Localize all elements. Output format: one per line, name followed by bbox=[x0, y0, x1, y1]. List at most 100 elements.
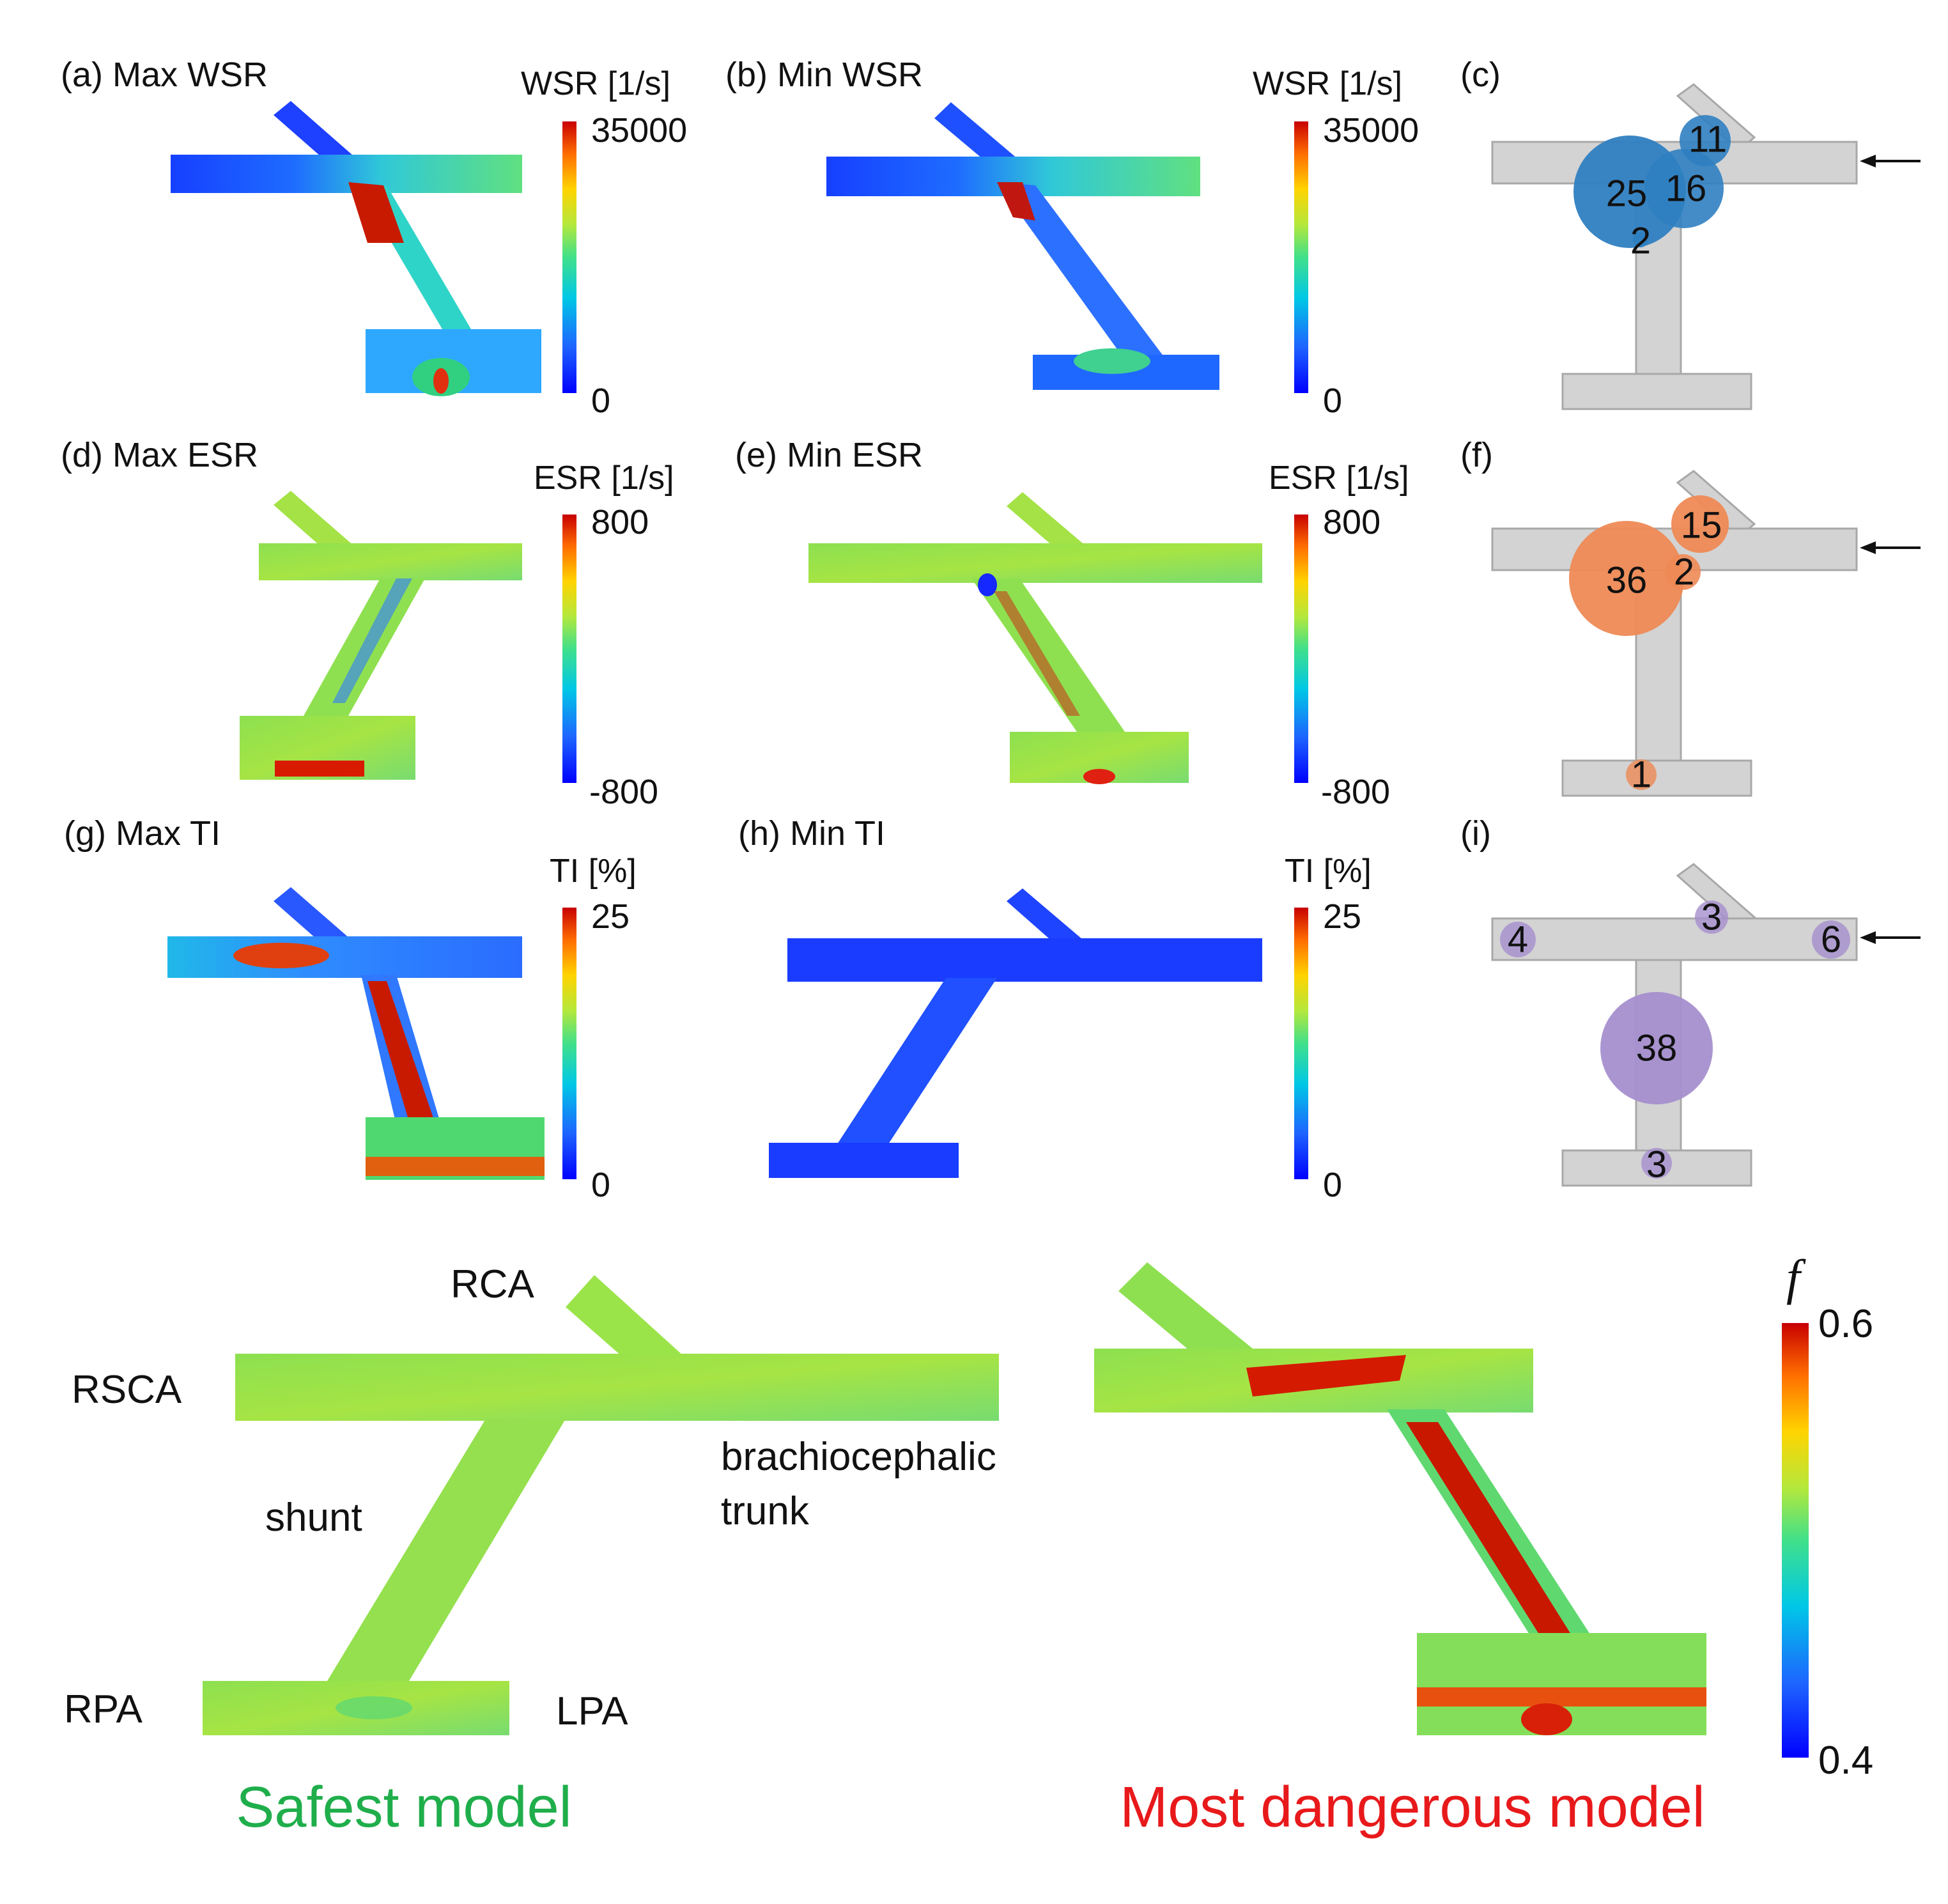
panel-g-max-ti: (g) Max TI TI [%] 25 0 bbox=[64, 814, 637, 1204]
bubble-label: 15 bbox=[1681, 505, 1722, 546]
colorbar-max: 25 bbox=[591, 897, 630, 936]
colorbar-max: 800 bbox=[1323, 503, 1380, 541]
bubble-label: 38 bbox=[1636, 1028, 1678, 1069]
vessel-geometry bbox=[808, 492, 1262, 784]
label-rca: RCA bbox=[451, 1262, 535, 1306]
panel-c-wsr-bubbles: (c) 25 16 11 2 bbox=[1460, 56, 1921, 410]
colorbar-max: 0.6 bbox=[1818, 1302, 1873, 1346]
colorbar-title: TI [%] bbox=[550, 853, 637, 890]
colorbar-max: 35000 bbox=[591, 111, 687, 150]
label-trunk: trunk bbox=[721, 1489, 810, 1533]
colorbar-wsr: WSR [1/s] 35000 0 bbox=[521, 65, 687, 420]
panel-i-ti-bubbles: (i) 38 4 3 6 3 bbox=[1460, 814, 1921, 1187]
colorbar-max: 35000 bbox=[1323, 111, 1419, 150]
colorbar-min: 0.4 bbox=[1818, 1738, 1873, 1783]
bubble-label: 11 bbox=[1689, 119, 1727, 160]
panel-d-max-esr: (d) Max ESR ESR [1/s] 800 -800 bbox=[61, 436, 674, 811]
bubble bbox=[1671, 495, 1729, 553]
bubble bbox=[1569, 521, 1684, 636]
vessel-geometry bbox=[203, 1275, 999, 1735]
panel-b-title: (b) Min WSR bbox=[725, 56, 923, 94]
bubble-label: 16 bbox=[1666, 168, 1707, 210]
bubbles: 25 16 11 2 bbox=[1573, 115, 1731, 262]
vessel-geometry bbox=[1094, 1262, 1706, 1735]
colorbar-title: WSR [1/s] bbox=[1253, 65, 1402, 102]
label-rpa: RPA bbox=[64, 1687, 143, 1731]
panel-g-title: (g) Max TI bbox=[64, 814, 220, 853]
schematic-geometry bbox=[1491, 83, 1858, 410]
label-lpa: LPA bbox=[556, 1689, 628, 1733]
arrow-icon bbox=[1860, 541, 1921, 554]
colorbar-title: TI [%] bbox=[1285, 853, 1372, 890]
safest-model-title: Safest model bbox=[236, 1776, 571, 1839]
bubble bbox=[1633, 232, 1648, 247]
colorbar-title: WSR [1/s] bbox=[521, 65, 670, 102]
dangerous-model-title: Most dangerous model bbox=[1120, 1776, 1705, 1839]
colorbar-gradient bbox=[562, 515, 576, 783]
bubble bbox=[1680, 115, 1731, 166]
panel-a-title: (a) Max WSR bbox=[61, 56, 268, 94]
vessel-geometry bbox=[167, 887, 545, 1180]
vessel-geometry bbox=[769, 888, 1262, 1178]
colorbar-min: 0 bbox=[591, 1166, 610, 1204]
colorbar-min: -800 bbox=[1321, 773, 1390, 811]
arrow-icon bbox=[1860, 931, 1921, 944]
panel-i-title: (i) bbox=[1460, 814, 1491, 853]
colorbar-gradient bbox=[562, 121, 576, 393]
vessel-geometry bbox=[171, 101, 541, 396]
colorbar-max: 800 bbox=[591, 503, 649, 541]
panel-e-min-esr: (e) Min ESR ESR [1/s] 800 -800 bbox=[735, 436, 1409, 811]
bubble-label: 3 bbox=[1646, 1144, 1667, 1186]
colorbar-esr: ESR [1/s] 800 -800 bbox=[534, 460, 674, 811]
panel-h-min-ti: (h) Min TI TI [%] 25 0 bbox=[738, 814, 1372, 1204]
bubble-label: 2 bbox=[1674, 552, 1694, 593]
colorbar-gradient bbox=[562, 908, 576, 1179]
bubble-label: 36 bbox=[1606, 560, 1648, 601]
colorbar-min: 0 bbox=[591, 382, 610, 420]
colorbar-wsr-2: WSR [1/s] 35000 0 bbox=[1253, 65, 1419, 420]
bubble-label: 25 bbox=[1606, 173, 1648, 215]
bubble bbox=[1695, 901, 1728, 934]
label-shunt: shunt bbox=[265, 1496, 362, 1540]
panel-e-title: (e) Min ESR bbox=[735, 436, 923, 474]
bubble bbox=[1641, 1148, 1672, 1179]
colorbar-gradient bbox=[1294, 908, 1308, 1179]
colorbar-max: 25 bbox=[1323, 897, 1361, 936]
colorbar-ti-2: TI [%] 25 0 bbox=[1285, 853, 1372, 1204]
bubble bbox=[1665, 554, 1701, 590]
arrow-icon bbox=[1860, 155, 1921, 167]
bubbles: 36 15 2 1 bbox=[1569, 495, 1729, 796]
colorbar-gradient bbox=[1782, 1323, 1809, 1758]
bubble bbox=[1600, 992, 1713, 1104]
panel-b-min-wsr: (b) Min WSR WSR [1/s] 35000 0 bbox=[725, 56, 1419, 420]
bubble-label: 2 bbox=[1630, 221, 1651, 262]
panel-c-title: (c) bbox=[1460, 56, 1501, 94]
colorbar-gradient bbox=[1294, 515, 1308, 783]
colorbar-gradient bbox=[1294, 121, 1308, 393]
dangerous-model: Most dangerous model bbox=[1094, 1262, 1706, 1839]
bubbles: 38 4 3 6 3 bbox=[1500, 897, 1850, 1186]
colorbar-ti: TI [%] 25 0 bbox=[550, 853, 637, 1204]
bubble bbox=[1500, 922, 1536, 957]
colorbar-min: -800 bbox=[589, 773, 658, 811]
bubble bbox=[1644, 149, 1724, 228]
colorbar-min: 0 bbox=[1323, 382, 1342, 420]
vessel-geometry bbox=[826, 102, 1219, 390]
colorbar-title: ESR [1/s] bbox=[1269, 460, 1409, 497]
label-rsca: RSCA bbox=[72, 1368, 182, 1412]
colorbar-min: 0 bbox=[1323, 1166, 1342, 1204]
safest-model: RCA RSCA brachiocephalic trunk shunt RPA… bbox=[64, 1262, 999, 1839]
colorbar-title: f bbox=[1786, 1250, 1806, 1305]
bubble-label: 3 bbox=[1701, 897, 1722, 938]
bubble-label: 6 bbox=[1821, 919, 1841, 961]
colorbar-f: f 0.6 0.4 bbox=[1782, 1250, 1873, 1783]
panel-f-esr-bubbles: (f) 36 15 2 1 bbox=[1460, 436, 1921, 797]
panel-a-max-wsr: (a) Max WSR WSR [1/s] 35000 0 bbox=[61, 56, 687, 420]
panel-h-title: (h) Min TI bbox=[738, 814, 885, 853]
bubble bbox=[1812, 920, 1850, 959]
panel-d-title: (d) Max ESR bbox=[61, 436, 258, 474]
colorbar-esr-2: ESR [1/s] 800 -800 bbox=[1269, 460, 1409, 811]
bubble bbox=[1626, 759, 1657, 790]
label-brachiocephalic: brachiocephalic bbox=[721, 1435, 996, 1479]
